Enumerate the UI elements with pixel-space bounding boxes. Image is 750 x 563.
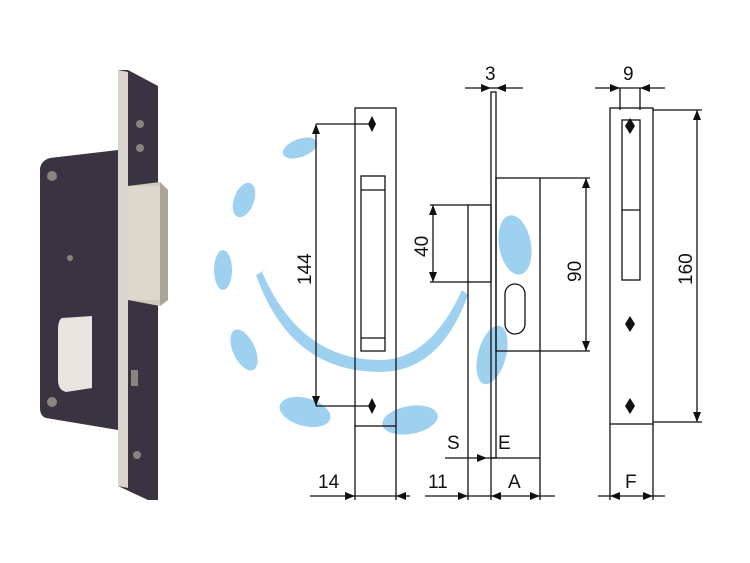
watermark-logo — [214, 137, 532, 435]
dimension-labels: 3 9 144 40 90 160 14 11 A F S E — [295, 64, 697, 493]
dim-bottom-d: F — [625, 472, 637, 493]
dim-height-total: 160 — [676, 253, 697, 285]
arrowheads — [312, 84, 701, 500]
label-e: E — [498, 433, 511, 454]
dim-height-backset: 144 — [295, 253, 316, 285]
dimension-lines — [310, 87, 665, 497]
front-view — [315, 107, 397, 500]
dim-bottom-c: A — [508, 472, 521, 493]
lock-photo — [40, 70, 168, 500]
dim-height-bolt: 40 — [412, 236, 433, 257]
dim-top-b: 9 — [623, 64, 634, 85]
side-view — [430, 91, 590, 500]
dim-bottom-a: 14 — [318, 472, 340, 493]
dim-height-cylinder: 90 — [565, 261, 586, 282]
dim-top-a: 3 — [485, 64, 496, 85]
edge-view — [609, 88, 702, 500]
screw-marks — [368, 116, 635, 414]
label-s: S — [447, 433, 460, 454]
dim-bottom-b: 11 — [428, 472, 448, 493]
